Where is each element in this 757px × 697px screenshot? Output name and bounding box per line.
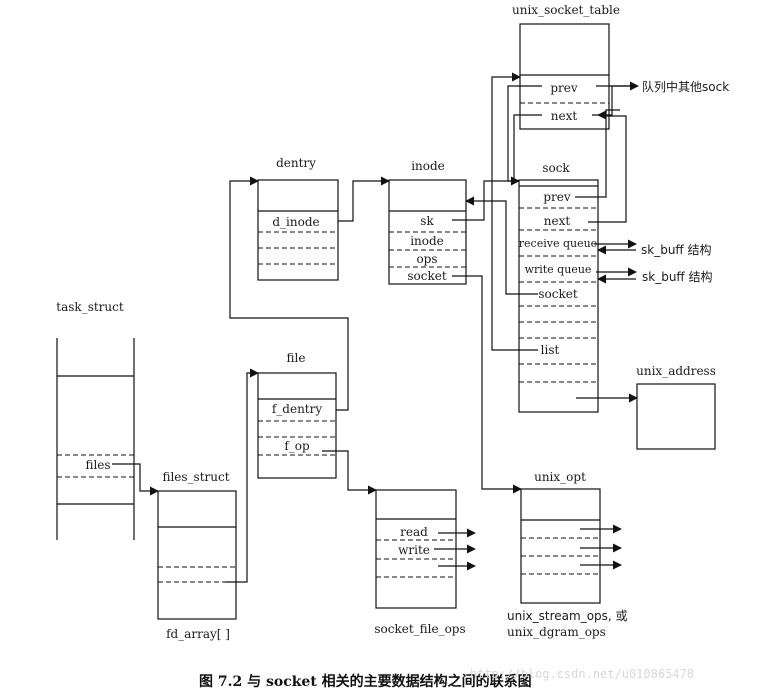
task-files-field: files (85, 458, 110, 472)
unix-stream-ops-label: unix_stream_ops, 或 (507, 609, 628, 623)
inode-socket-field: socket (407, 269, 446, 283)
unix-opt-box (520, 488, 601, 604)
socket-file-ops-title: socket_file_ops (374, 622, 465, 636)
unix-address-box (636, 383, 716, 450)
sock-struct: sock prev next receive queue write queue… (518, 161, 599, 413)
arrow-fd-array-to-file (225, 368, 259, 583)
unix-socket-table-struct: unix_socket_table prev next (512, 3, 620, 130)
read-op-field: read (400, 525, 428, 539)
write-op-field: write (398, 543, 430, 557)
sock-title: sock (542, 161, 570, 175)
inode-struct: inode sk inode ops socket (388, 159, 467, 285)
file-title: file (287, 351, 306, 365)
unix-address-struct: unix_address (636, 364, 716, 450)
arrow-d-inode-to-inode (338, 176, 390, 222)
dentry-title: dentry (276, 156, 316, 170)
arrow-table-next-to-queue (592, 85, 636, 116)
arrow-table-to-sock (507, 85, 542, 182)
figure-caption: 图 7.2 与 socket 相关的主要数据结构之间的联系图 (199, 673, 532, 690)
sk-buff-label-receive: sk_buff 结构 (641, 242, 712, 257)
queue-other-sock-label: 队列中其他sock (642, 79, 729, 94)
dentry-struct: dentry d_inode (257, 156, 339, 281)
files-struct: files_struct fd_array[ ] (157, 470, 237, 641)
file-struct: file f_dentry f_op (257, 351, 337, 479)
inode-title: inode (411, 159, 445, 173)
sock-receive-queue-field: receive queue (519, 237, 597, 250)
unix-socket-table-title: unix_socket_table (512, 3, 620, 17)
unix-address-title: unix_address (636, 364, 716, 378)
inode-sk-field: sk (420, 214, 434, 228)
unix-opt-struct: unix_opt unix_stream_ops, 或 unix_dgram_o… (507, 470, 628, 639)
arrow-inode-socket-to-unix-opt (452, 275, 522, 494)
sk-buff-label-write: sk_buff 结构 (642, 269, 713, 284)
sock-box (518, 179, 599, 413)
arrow-sock-list-to-table (491, 72, 538, 351)
d-inode-field: d_inode (272, 215, 319, 229)
files-struct-box (157, 490, 237, 620)
sock-list-field: list (541, 343, 560, 357)
task-struct: task_struct files (56, 300, 135, 540)
arrow-files-to-files-struct (112, 463, 159, 496)
arrow-sock-next (588, 110, 627, 223)
unix-opt-title: unix_opt (534, 470, 586, 484)
inode-inode-field: inode (410, 234, 444, 248)
sock-socket-field: socket (538, 287, 577, 301)
f-op-field: f_op (284, 439, 310, 453)
sock-write-queue-field: write queue (525, 263, 592, 276)
arrow-sock-socket-to-inode (465, 196, 538, 295)
socket-file-ops-struct: read write socket_file_ops (374, 489, 466, 636)
sock-next-field: next (544, 214, 571, 228)
arrow-sock-prev (575, 109, 620, 198)
unix-dgram-ops-label: unix_dgram_ops (507, 625, 606, 639)
arrow-f-dentry-to-dentry (229, 176, 349, 411)
dentry-box (257, 179, 339, 281)
inode-ops-field: ops (416, 252, 437, 266)
ust-next-field: next (551, 109, 578, 123)
files-struct-title: files_struct (162, 470, 229, 484)
fd-array-label: fd_array[ ] (166, 627, 230, 641)
file-box (257, 372, 337, 479)
ust-prev-field: prev (550, 81, 578, 95)
arrow-table-next-to-sock (513, 114, 542, 181)
sock-prev-field: prev (543, 190, 571, 204)
task-struct-title: task_struct (56, 300, 124, 314)
arrow-f-op-to-socket-file-ops (322, 450, 377, 495)
f-dentry-field: f_dentry (272, 402, 323, 416)
watermark: http://blog.csdn.net/u010865478 (470, 667, 694, 681)
